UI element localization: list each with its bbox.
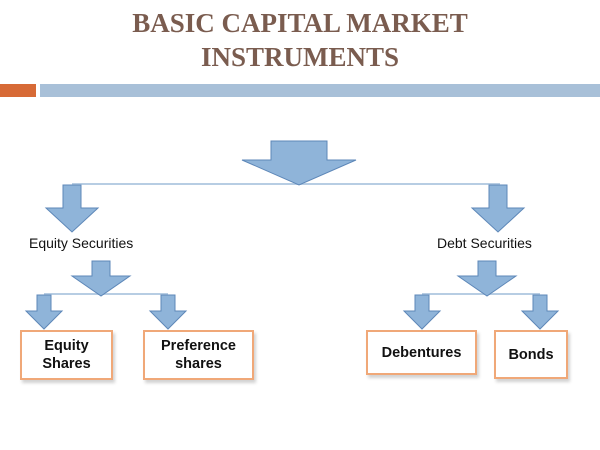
bonds-label: Bonds	[508, 346, 554, 363]
root-arrow-icon	[241, 140, 357, 186]
debentures-arrow-icon	[402, 294, 442, 330]
equity-securities-label: Equity Securities	[29, 235, 134, 251]
accent-bar-blue	[40, 84, 600, 97]
accent-bar-orange	[0, 84, 36, 97]
bonds-box: Bonds	[494, 330, 568, 379]
equity-shares-line-2: Shares	[42, 356, 91, 372]
debt-split-arrow-icon	[456, 260, 518, 297]
equity-shares-line-1: Equity	[44, 338, 89, 354]
bonds-arrow-icon	[520, 294, 560, 330]
slide-title: BASIC CAPITAL MARKET INSTRUMENTS	[0, 6, 600, 74]
equity-shares-arrow-icon	[24, 294, 64, 330]
slide-title-line-1: BASIC CAPITAL MARKET	[132, 8, 468, 38]
debentures-box: Debentures	[366, 330, 477, 375]
slide-title-line-2: INSTRUMENTS	[200, 42, 400, 72]
equity-branch-arrow-icon	[44, 184, 100, 233]
preference-shares-line-1: Preference	[161, 338, 236, 354]
debt-branch-arrow-icon	[470, 184, 526, 233]
debentures-label: Debentures	[381, 344, 462, 361]
preference-shares-box: Preference shares	[143, 330, 254, 380]
preference-shares-line-2: shares	[175, 356, 222, 372]
debt-securities-label: Debt Securities	[437, 235, 532, 251]
preference-shares-arrow-icon	[148, 294, 188, 330]
equity-split-arrow-icon	[70, 260, 132, 297]
equity-shares-box: Equity Shares	[20, 330, 113, 380]
